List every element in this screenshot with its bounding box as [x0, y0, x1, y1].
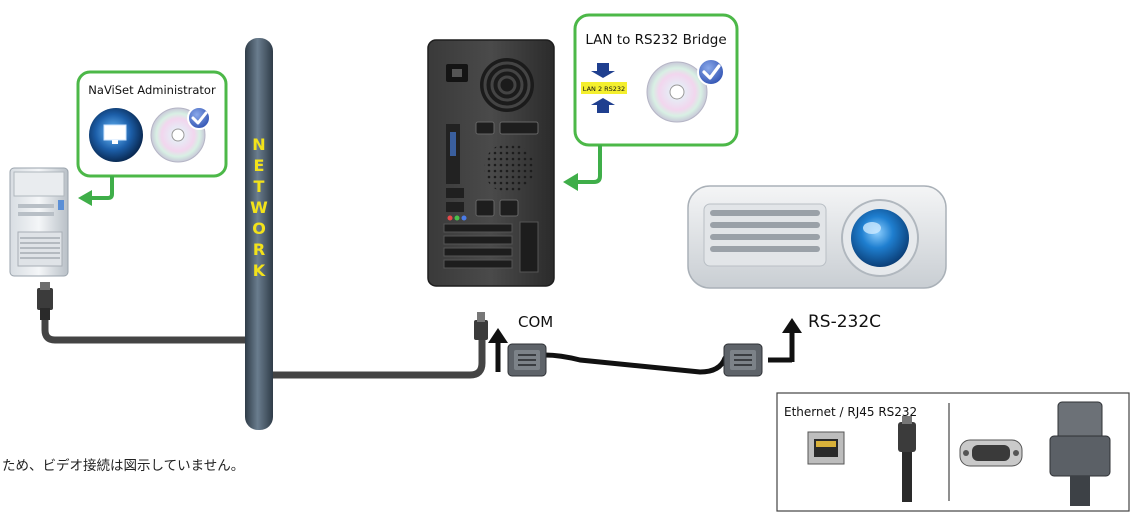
- db9-connector-icon: [959, 439, 1023, 467]
- projector-icon: [687, 185, 947, 289]
- db9-connector-icon: [1049, 401, 1111, 506]
- pc-tower-icon: [427, 39, 555, 287]
- network-letter-n: N: [252, 135, 265, 154]
- server-icon: [9, 167, 69, 277]
- network-letter-o: O: [252, 219, 266, 238]
- checkmark-icon: [187, 106, 211, 130]
- network-letter-r: R: [253, 240, 265, 259]
- lan2rs232-badge-text: LAN 2 RS232: [583, 85, 625, 93]
- rj45-plug-icon: [37, 282, 53, 320]
- db9-connector-icon: [507, 343, 547, 377]
- network-letter-w: W: [250, 198, 268, 217]
- rs232c-port: RS-232C: [768, 312, 881, 363]
- ethernet-port-icon: [807, 431, 845, 465]
- network-letter-e: E: [254, 156, 265, 175]
- network-to-pc-cable: [266, 331, 486, 379]
- cables: [41, 314, 728, 379]
- lan-to-rs232-bridge-callout: LAN to RS232 Bridge LAN 2 RS232: [563, 13, 739, 191]
- network-letter-k: K: [253, 261, 266, 280]
- com-label: COM: [518, 313, 553, 331]
- software-disc-icon: [646, 61, 708, 123]
- naviset-administrator-callout: NaViSet Administrator: [76, 70, 228, 206]
- lan2rs232-badge: LAN 2 RS232: [581, 63, 627, 113]
- db9-connector-icon: [723, 343, 763, 377]
- monitor-globe-icon: [89, 108, 143, 162]
- video-connection-note: ため、ビデオ接続は図示していません。: [2, 457, 244, 474]
- com-to-projector-cable: [542, 352, 728, 375]
- connector-legend-box: Ethernet / RJ45 RS232: [776, 392, 1130, 512]
- server-to-network-cable: [41, 314, 254, 344]
- naviset-administrator-title: NaViSet Administrator: [88, 83, 216, 97]
- connector-legend-title: Ethernet / RJ45 RS232: [784, 405, 917, 419]
- network-letter-t: T: [254, 177, 265, 196]
- checkmark-icon: [697, 58, 725, 86]
- rj45-plug-icon: [898, 416, 916, 502]
- com-port: COM: [488, 313, 553, 372]
- pc-rj45-plug: [474, 312, 488, 340]
- rs232c-label: RS-232C: [808, 312, 881, 332]
- lan-to-rs232-bridge-title: LAN to RS232 Bridge: [585, 32, 726, 48]
- network-backbone: N E T W O R K: [245, 38, 273, 430]
